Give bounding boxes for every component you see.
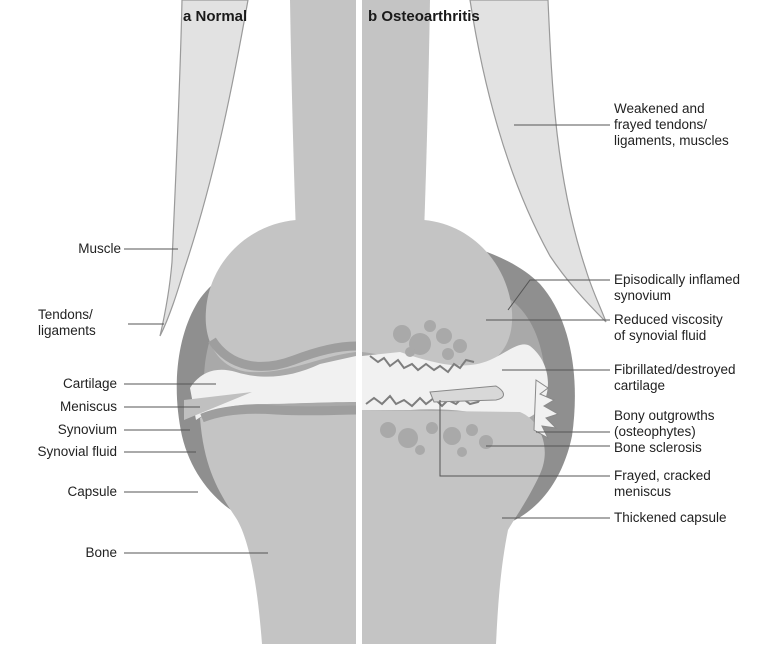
- label-capsule: Capsule: [67, 484, 117, 500]
- panel-letter-b: b: [368, 8, 377, 25]
- label-frayed-meniscus-2: meniscus: [614, 484, 671, 500]
- oa-joint: [362, 0, 606, 644]
- label-cartilage: Cartilage: [63, 376, 117, 392]
- panel-title-normal: a Normal: [183, 8, 247, 25]
- label-osteophytes-2: (osteophytes): [614, 424, 696, 440]
- panel-label-oa: Osteoarthritis: [381, 8, 479, 25]
- panel-divider: [356, 0, 362, 644]
- label-synovium: Synovium: [58, 422, 117, 438]
- label-fibrillated-2: cartilage: [614, 378, 665, 394]
- panel-label-normal: Normal: [196, 8, 248, 25]
- label-osteophytes-1: Bony outgrowths: [614, 408, 715, 424]
- label-meniscus: Meniscus: [60, 399, 117, 415]
- label-weakened-1: Weakened and: [614, 101, 705, 117]
- normal-joint: [160, 0, 356, 644]
- label-ligaments: ligaments: [38, 323, 96, 339]
- tibia-normal: [200, 409, 356, 644]
- label-viscosity-2: of synovial fluid: [614, 328, 706, 344]
- femur-condyle-oa: [362, 220, 512, 368]
- label-inflamed-1: Episodically inflamed: [614, 272, 740, 288]
- label-inflamed-2: synovium: [614, 288, 671, 304]
- tibia-oa: [362, 410, 545, 644]
- label-thickened-capsule: Thickened capsule: [614, 510, 727, 526]
- label-tendons: Tendons/: [38, 307, 93, 323]
- label-fibrillated-1: Fibrillated/destroyed: [614, 362, 736, 378]
- panel-title-oa: b Osteoarthritis: [368, 8, 480, 25]
- label-weakened-3: ligaments, muscles: [614, 133, 729, 149]
- label-viscosity-1: Reduced viscosity: [614, 312, 723, 328]
- label-frayed-meniscus-1: Frayed, cracked: [614, 468, 711, 484]
- panel-letter-a: a: [183, 8, 191, 25]
- label-synovial-fluid: Synovial fluid: [37, 444, 117, 460]
- label-muscle: Muscle: [78, 241, 121, 257]
- label-bone: Bone: [85, 545, 117, 561]
- label-sclerosis: Bone sclerosis: [614, 440, 702, 456]
- label-weakened-2: frayed tendons/: [614, 117, 707, 133]
